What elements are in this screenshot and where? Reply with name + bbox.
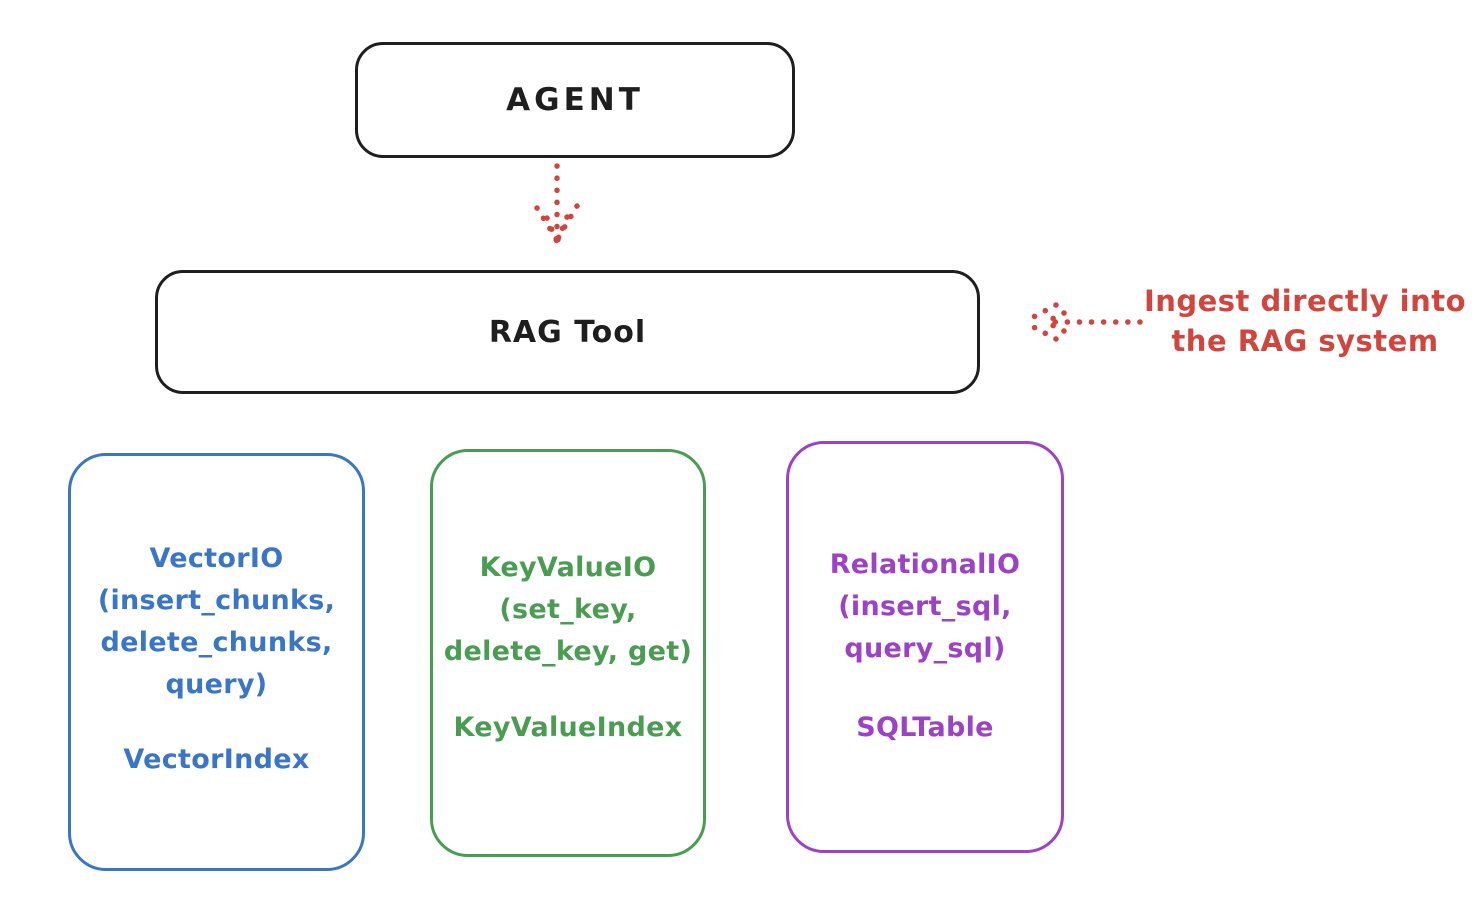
relational-io-title: RelationalIO (insert_sql, query_sql): [789, 544, 1061, 670]
keyvalue-io-title-line: delete_key, get): [443, 636, 693, 667]
keyvalue-index-label: KeyValueIndex: [453, 712, 683, 743]
vector-io-title-line: (insert_chunks,: [97, 585, 336, 616]
ingest-annotation: Ingest directly into the RAG system: [1140, 281, 1470, 361]
relational-io-title-line: query_sql): [844, 633, 1006, 664]
relational-io-title-line: (insert_sql,: [838, 591, 1012, 622]
rag-tool-node-label: RAG Tool: [488, 314, 647, 350]
ingest-arrow-icon: [1021, 302, 1143, 342]
sql-table-label: SQLTable: [856, 712, 994, 743]
vector-index-label: VectorIndex: [123, 744, 310, 775]
agent-node: AGENT: [355, 42, 795, 158]
vector-io-title-line: VectorIO: [149, 543, 284, 574]
rag-tool-node: RAG Tool: [155, 270, 980, 394]
ingest-annotation-line2: the RAG system: [1171, 324, 1439, 358]
keyvalue-io-title: KeyValueIO (set_key, delete_key, get): [433, 547, 703, 673]
vector-io-card: VectorIO (insert_chunks, delete_chunks, …: [68, 453, 365, 871]
agent-to-rag-arrow-icon: [534, 163, 580, 245]
keyvalue-io-title-line: KeyValueIO: [479, 552, 657, 583]
vector-io-title-line: query): [165, 669, 268, 700]
relational-io-card: RelationalIO (insert_sql, query_sql) SQL…: [786, 441, 1064, 853]
vector-io-title-line: delete_chunks,: [100, 627, 333, 658]
vector-io-title: VectorIO (insert_chunks, delete_chunks, …: [71, 538, 362, 706]
agent-node-label: AGENT: [506, 82, 644, 118]
keyvalue-io-title-line: (set_key,: [499, 594, 637, 625]
relational-io-title-line: RelationalIO: [829, 549, 1021, 580]
ingest-annotation-line1: Ingest directly into: [1143, 284, 1467, 318]
keyvalue-io-card: KeyValueIO (set_key, delete_key, get) Ke…: [430, 449, 706, 857]
